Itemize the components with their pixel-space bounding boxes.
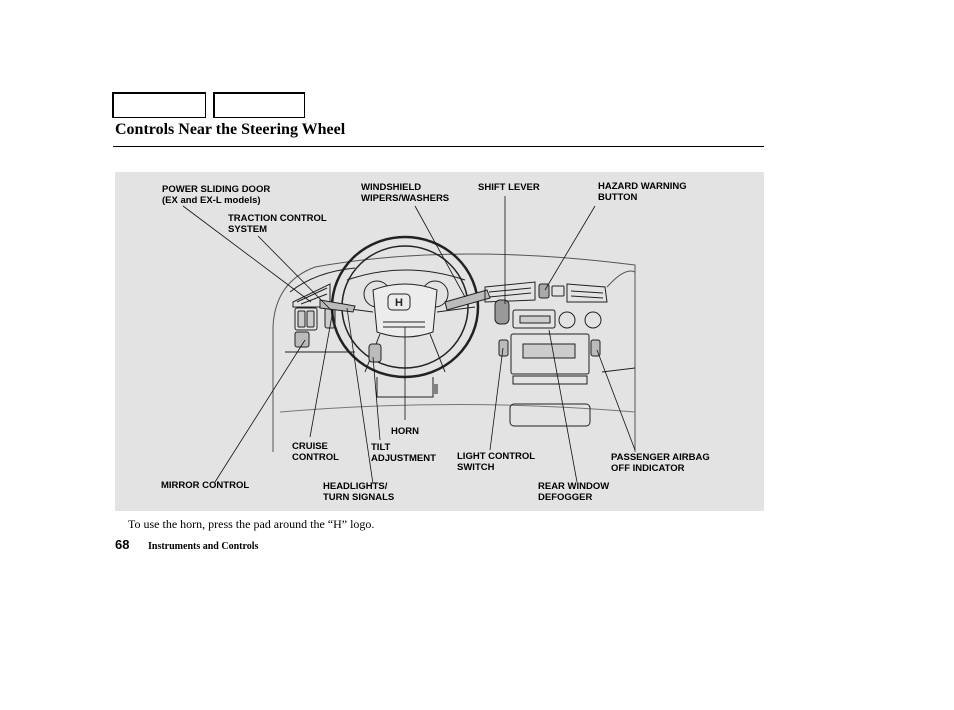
- label-hazard-warning: HAZARD WARNING BUTTON: [598, 181, 687, 203]
- dashboard-diagram: H: [115, 172, 764, 511]
- label-mirror-control: MIRROR CONTROL: [161, 480, 250, 491]
- label-power-sliding-door: POWER SLIDING DOOR (EX and EX-L models): [162, 184, 271, 206]
- nav-tab-2[interactable]: [213, 92, 305, 118]
- horn-caption: To use the horn, press the pad around th…: [128, 517, 375, 531]
- label-shift-lever: SHIFT LEVER: [478, 182, 540, 193]
- label-horn: HORN: [391, 426, 419, 437]
- label-tilt-adjustment: TILT ADJUSTMENT: [371, 442, 436, 464]
- svg-text:H: H: [395, 297, 403, 309]
- title-divider: [113, 146, 764, 147]
- label-passenger-airbag: PASSENGER AIRBAG OFF INDICATOR: [611, 452, 710, 474]
- label-traction-control: TRACTION CONTROL SYSTEM: [228, 213, 327, 235]
- label-headlights: HEADLIGHTS/ TURN SIGNALS: [323, 481, 395, 503]
- label-light-control: LIGHT CONTROL SWITCH: [457, 451, 536, 473]
- page-number: 68: [115, 537, 130, 552]
- page-title: Controls Near the Steering Wheel: [115, 121, 346, 138]
- section-name: Instruments and Controls: [148, 541, 259, 552]
- nav-tab-1[interactable]: [112, 92, 206, 118]
- label-rear-window: REAR WINDOW DEFOGGER: [538, 481, 610, 503]
- dashboard-illustration: H: [182, 196, 636, 485]
- label-cruise-control: CRUISE CONTROL: [292, 441, 339, 463]
- label-windshield-wipers: WINDSHIELD WIPERS/WASHERS: [361, 182, 450, 204]
